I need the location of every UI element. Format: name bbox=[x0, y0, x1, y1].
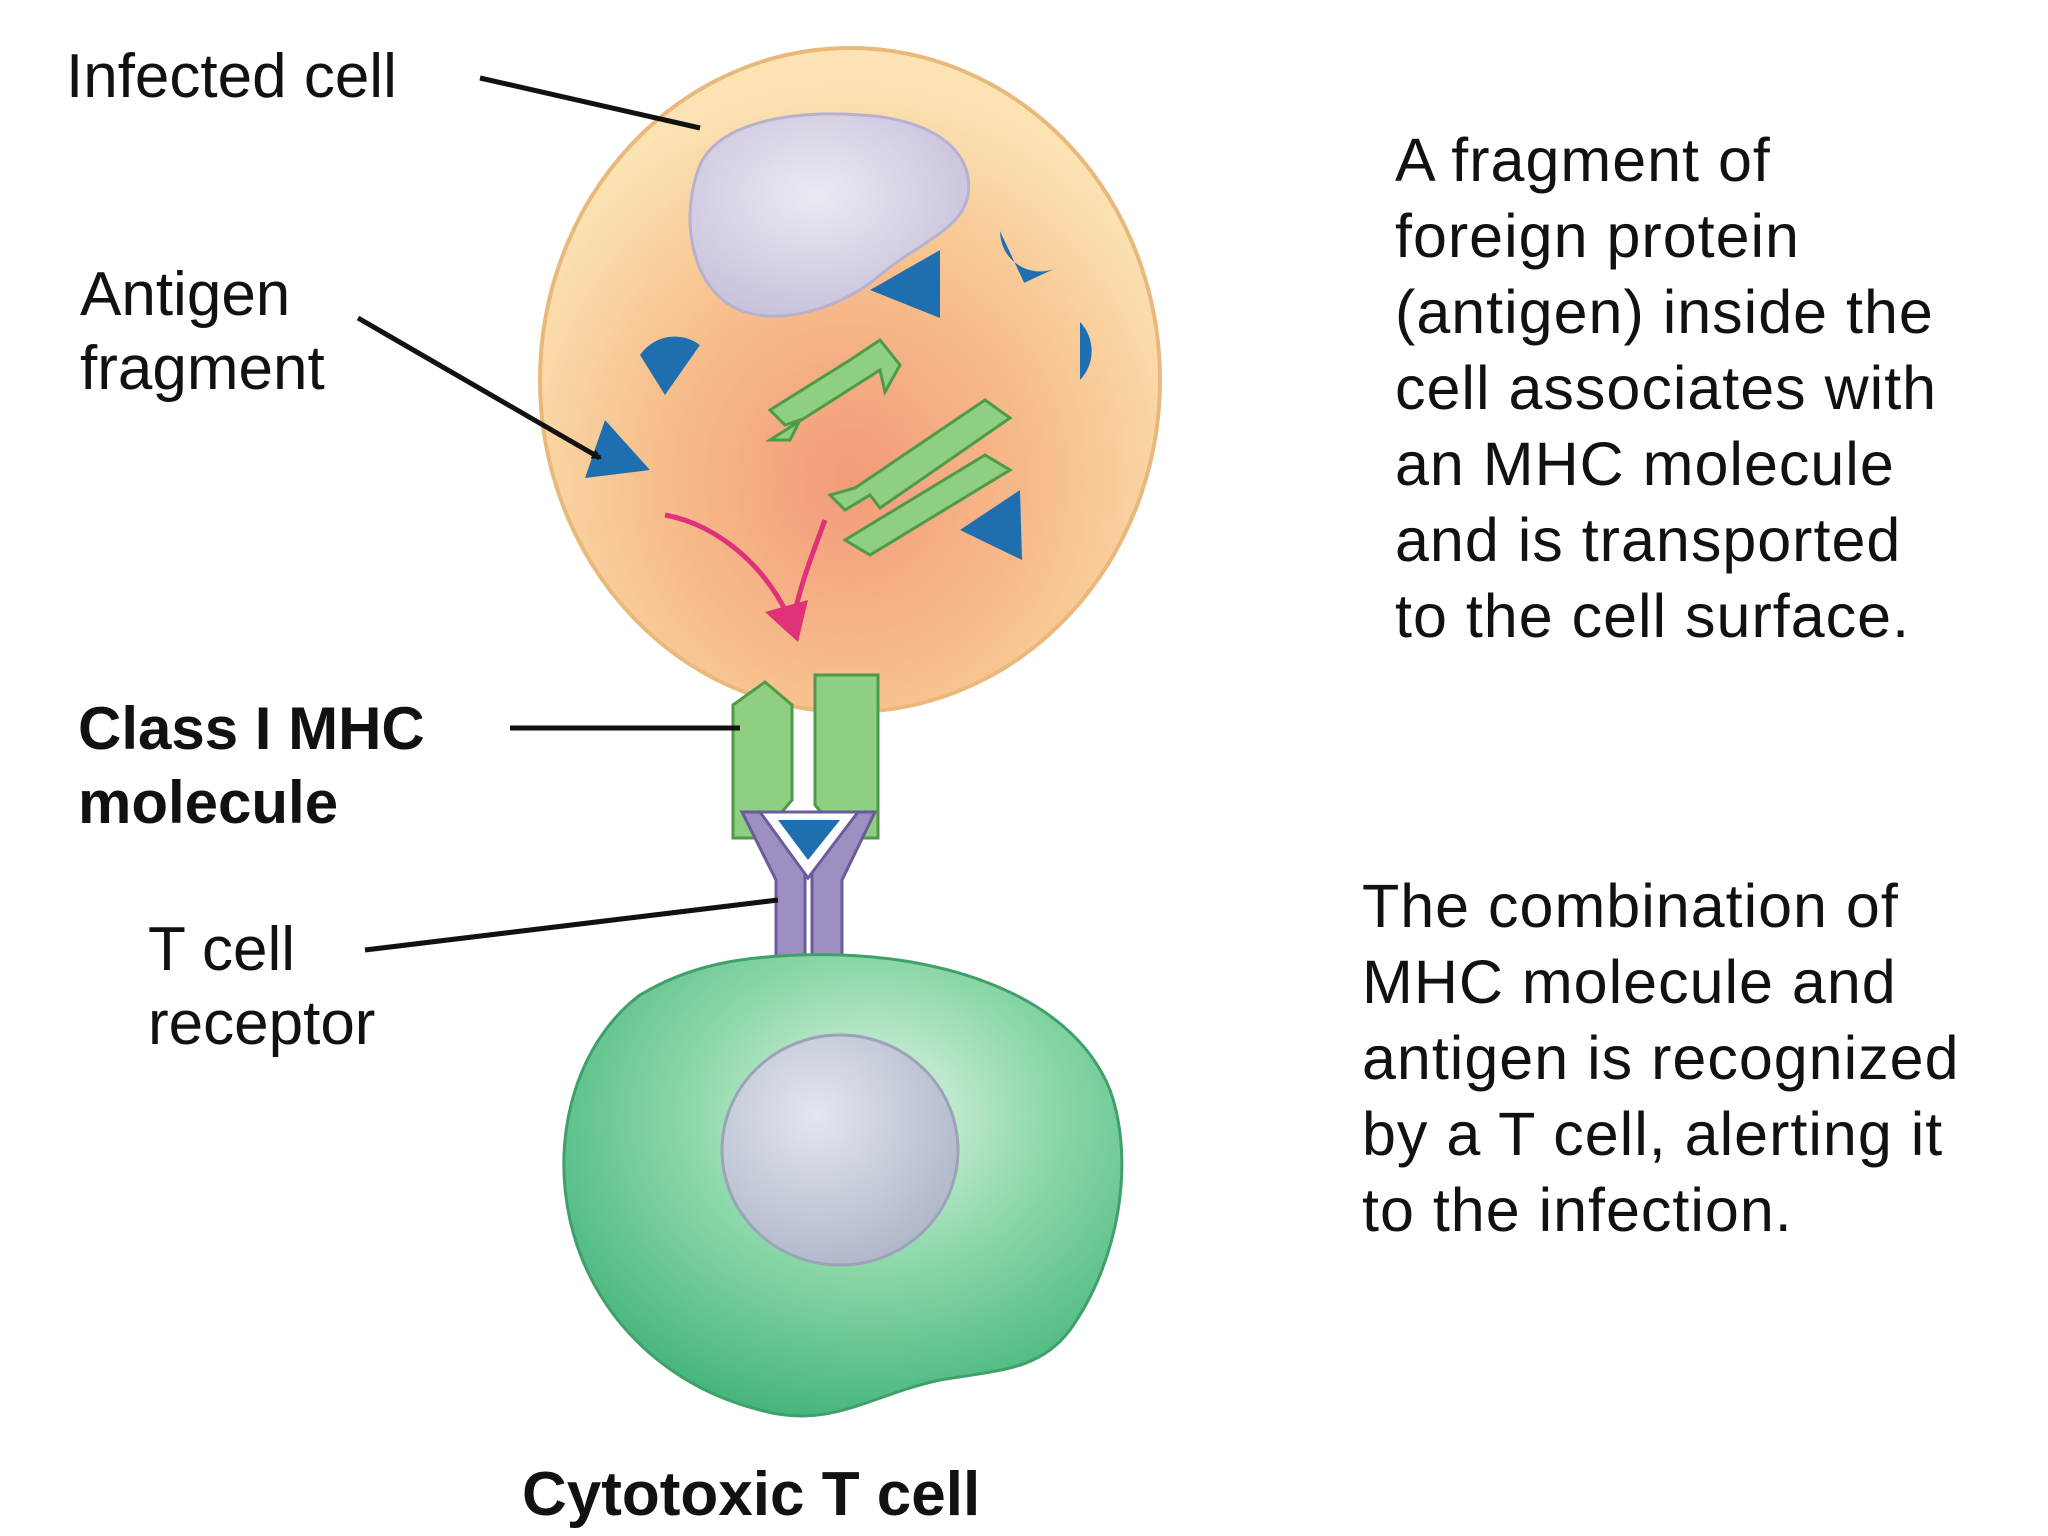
label-class1-mhc-line2: molecule bbox=[78, 769, 339, 836]
antigen-fragment-triangle bbox=[585, 420, 650, 478]
antigen-fragment-half-circle bbox=[640, 336, 700, 395]
description-antigen-transport: A fragment of foreign protein (antigen) … bbox=[1395, 122, 1937, 654]
description-top-line: A fragment of bbox=[1395, 126, 1771, 194]
mhc-molecule-internal bbox=[827, 398, 1013, 512]
label-class1-mhc-line1: Class I MHC bbox=[78, 695, 425, 762]
description-top-line: an MHC molecule bbox=[1395, 430, 1895, 498]
antigen-fragment-triangle bbox=[870, 250, 940, 318]
antigen-fragment-half-circle bbox=[1080, 322, 1092, 380]
label-t-cell-receptor: T cell receptor bbox=[148, 913, 375, 1061]
t-cell-nucleus bbox=[720, 1033, 960, 1267]
description-bottom-line: MHC molecule and bbox=[1362, 948, 1897, 1016]
description-top-line: foreign protein bbox=[1395, 202, 1800, 270]
description-bottom-line: antigen is recognized bbox=[1362, 1024, 1960, 1092]
label-antigen-fragment-line1: Antigen bbox=[80, 260, 291, 329]
mhc-molecule-internal bbox=[764, 337, 902, 442]
antigen-fragment-half-circle bbox=[1000, 231, 1055, 283]
description-t-cell-recognition: The combination of MHC molecule and anti… bbox=[1362, 868, 1960, 1248]
mhc-left-chain bbox=[731, 680, 794, 840]
description-top-line: to the cell surface. bbox=[1395, 582, 1911, 650]
description-top-line: (antigen) inside the bbox=[1395, 278, 1934, 346]
label-antigen-fragment-line2: fragment bbox=[80, 334, 325, 403]
label-antigen-fragment: Antigen fragment bbox=[80, 258, 325, 406]
antigen-fragment-triangle bbox=[960, 490, 1022, 560]
description-bottom-line: to the infection. bbox=[1362, 1176, 1793, 1244]
description-bottom-line: The combination of bbox=[1362, 872, 1899, 940]
infected-cell-nucleus bbox=[688, 112, 971, 318]
presented-antigen-bound bbox=[778, 820, 840, 860]
label-class1-mhc: Class I MHC molecule bbox=[78, 692, 425, 840]
description-top-line: and is transported bbox=[1395, 506, 1902, 574]
description-bottom-line: by a T cell, alerting it bbox=[1362, 1100, 1944, 1168]
leader-line-antigen-fragment bbox=[356, 315, 602, 461]
infected-cell bbox=[538, 46, 1162, 714]
leader-line-t-cell-receptor bbox=[364, 897, 779, 953]
mhc-molecule-internal bbox=[842, 453, 1013, 557]
label-cytotoxic-t-cell: Cytotoxic T cell bbox=[522, 1460, 981, 1529]
label-infected-cell: Infected cell bbox=[66, 42, 397, 111]
label-t-cell-receptor-line1: T cell bbox=[148, 915, 296, 984]
t-cell-receptor bbox=[739, 810, 878, 967]
transport-arrowhead bbox=[765, 600, 808, 642]
description-top-line: cell associates with bbox=[1395, 354, 1938, 422]
leader-line-infected-cell bbox=[479, 75, 701, 131]
label-t-cell-receptor-line2: receptor bbox=[148, 989, 376, 1058]
cytotoxic-t-cell bbox=[562, 953, 1124, 1418]
